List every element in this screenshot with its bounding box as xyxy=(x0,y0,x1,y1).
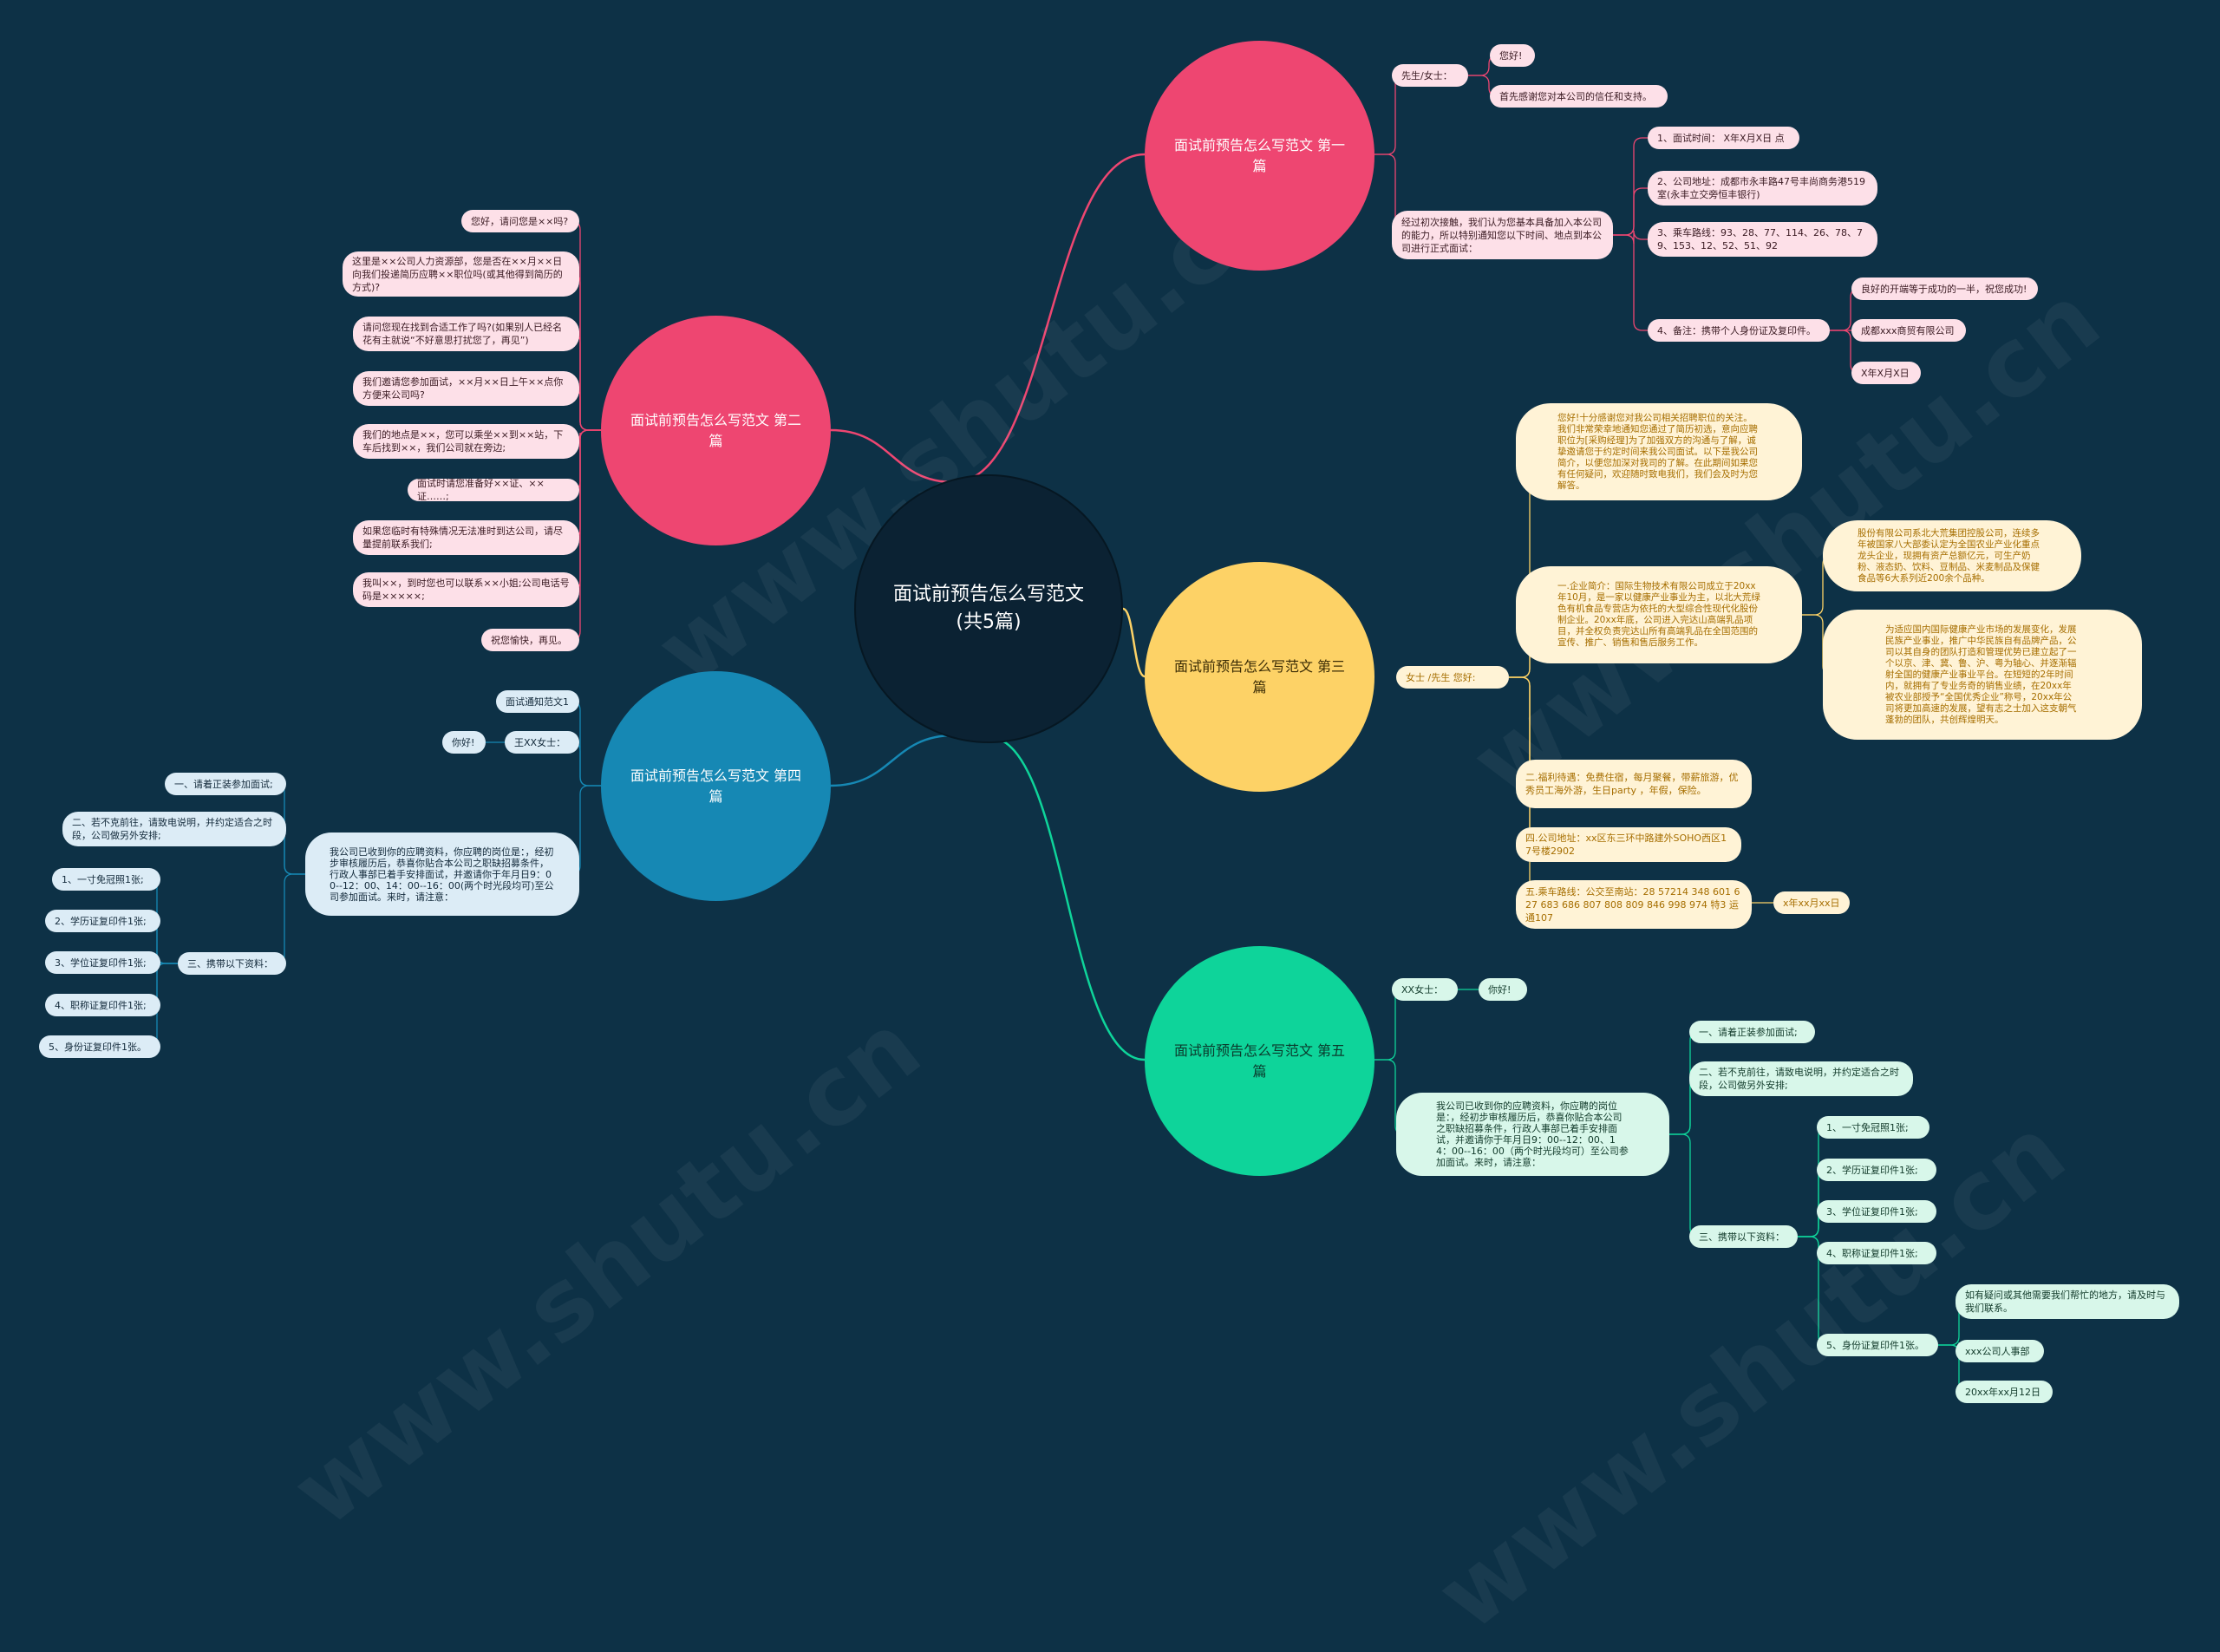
topic-5[interactable]: 面试前预告怎么写范文 第五篇 xyxy=(1145,946,1374,1176)
b3-para-2[interactable]: 一.企业简介：国际生物技术有限公司成立于20xx年10月，是一家以健康产业事业为… xyxy=(1516,566,1802,663)
b1-sign-2[interactable]: 成都xxx商贸有限公司 xyxy=(1851,319,1966,342)
b1-hello[interactable]: 您好! xyxy=(1490,44,1535,67)
b1-sign-1[interactable]: 良好的开端等于成功的一半，祝您成功! xyxy=(1851,278,2038,300)
b5-doc-4[interactable]: 4、职称证复印件1张; xyxy=(1817,1242,1936,1264)
b2-line-3[interactable]: 请问您现在找到合适工作了吗?(如果别人已经名花有主就说“不好意思打扰您了，再见”… xyxy=(353,317,579,351)
b3-para-4[interactable]: 四.公司地址：xx区东三环中路建外SOHO西区17号楼2902 xyxy=(1516,827,1741,862)
b4-doc-5[interactable]: 5、身份证复印件1张。 xyxy=(39,1035,160,1058)
b1-item-2[interactable]: 2、公司地址：成都市永丰路47号丰尚商务港519室(永丰立交旁恒丰银行) xyxy=(1648,171,1877,206)
b5-end-3[interactable]: 20xx年xx月12日 xyxy=(1956,1381,2053,1403)
b1-item-3[interactable]: 3、乘车路线：93、28、77、114、26、78、79、153、12、52、5… xyxy=(1648,222,1877,257)
b2-line-4[interactable]: 我们邀请您参加面试，××月××日上午××点你方便来公司吗? xyxy=(353,371,579,406)
b4-doc-3[interactable]: 3、学位证复印件1张; xyxy=(45,951,160,974)
b4-req-2[interactable]: 二、若不克前往，请致电说明，并约定适合之时段，公司做另外安排; xyxy=(62,812,286,846)
b4-hello[interactable]: 你好! xyxy=(442,731,486,754)
topic-2[interactable]: 面试前预告怎么写范文 第二篇 xyxy=(601,316,831,545)
topic-3[interactable]: 面试前预告怎么写范文 第三篇 xyxy=(1145,562,1374,792)
topic-1[interactable]: 面试前预告怎么写范文 第一篇 xyxy=(1145,41,1374,271)
b3-greeting[interactable]: 女士 /先生 您好: xyxy=(1396,666,1509,689)
b4-doc-4[interactable]: 4、职称证复印件1张; xyxy=(45,994,160,1016)
b2-line-9[interactable]: 祝您愉快，再见。 xyxy=(481,629,579,651)
b5-doc-5[interactable]: 5、身份证复印件1张。 xyxy=(1817,1334,1938,1356)
b5-name[interactable]: XX女士： xyxy=(1392,978,1458,1001)
b3-para-2a[interactable]: 股份有限公司系北大荒集团控股公司，连续多年被国家八大部委认定为全国农业产业化重点… xyxy=(1823,520,2081,591)
b5-req-1[interactable]: 一、请着正装参加面试; xyxy=(1689,1021,1815,1043)
b4-doc-1[interactable]: 1、一寸免冠照1张; xyxy=(52,868,160,891)
b2-line-2[interactable]: 这里是××公司人力资源部，您是否在××月××日向我们投递简历应聘××职位吗(或其… xyxy=(343,251,579,297)
b4-notice[interactable]: 面试通知范文1 xyxy=(496,690,579,713)
b2-line-7[interactable]: 如果您临时有特殊情况无法准时到达公司，请尽量提前联系我们; xyxy=(353,520,579,555)
b1-thanks[interactable]: 首先感谢您对本公司的信任和支持。 xyxy=(1490,85,1668,108)
b3-date[interactable]: x年xx月xx日 xyxy=(1773,891,1850,914)
b5-body[interactable]: 我公司已收到你的应聘资料，你应聘的岗位是：，经初步审核履历后，恭喜你贴合本公司之… xyxy=(1396,1093,1669,1176)
b4-req-1[interactable]: 一、请着正装参加面试; xyxy=(165,773,286,795)
b1-item-4[interactable]: 4、备注：携带个人身份证及复印件。 xyxy=(1648,319,1830,342)
b5-req-2[interactable]: 二、若不克前往，请致电说明，并约定适合之时段，公司做另外安排; xyxy=(1689,1061,1913,1096)
b5-doc-3[interactable]: 3、学位证复印件1张; xyxy=(1817,1200,1936,1223)
b2-line-6[interactable]: 面试时请您准备好××证、××证……; xyxy=(408,478,579,502)
topic-4[interactable]: 面试前预告怎么写范文 第四篇 xyxy=(601,671,831,901)
b5-doc-2[interactable]: 2、学历证复印件1张; xyxy=(1817,1159,1936,1181)
b3-para-2b[interactable]: 为适应国内国际健康产业市场的发展变化，发展民族产业事业，推广中华民族自有品牌产品… xyxy=(1823,610,2142,740)
b5-hello[interactable]: 你好! xyxy=(1479,978,1527,1001)
b1-greeting[interactable]: 先生/女士： xyxy=(1392,64,1468,87)
b3-para-5[interactable]: 五.乘车路线：公交至南站：28 57214 348 601 627 683 68… xyxy=(1516,880,1752,929)
b1-intro[interactable]: 经过初次接触，我们认为您基本具备加入本公司的能力，所以特别通知您以下时间、地点到… xyxy=(1392,211,1613,259)
b3-para-3[interactable]: 二.福利待遇：免费住宿，每月聚餐，带薪旅游，优秀员工海外游，生日party ，年… xyxy=(1516,760,1752,808)
b5-req-3[interactable]: 三、携带以下资料： xyxy=(1689,1225,1798,1248)
b4-req-3[interactable]: 三、携带以下资料： xyxy=(178,952,286,975)
b5-end-2[interactable]: xxx公司人事部 xyxy=(1956,1340,2044,1362)
b5-doc-1[interactable]: 1、一寸免冠照1张; xyxy=(1817,1116,1929,1139)
central-topic[interactable]: 面试前预告怎么写范文(共5篇) xyxy=(854,474,1123,743)
b4-name[interactable]: 王XX女士： xyxy=(505,731,579,754)
mindmap-canvas: www.shutu.cn www.shutu.cn www.shutu.cn w… xyxy=(39,41,2179,1652)
b1-item-1[interactable]: 1、面试时间： X年X月X日 点 xyxy=(1648,127,1799,149)
b2-line-5[interactable]: 我们的地点是××，您可以乘坐××到××站，下车后找到××，我们公司就在旁边; xyxy=(353,424,579,459)
b1-sign-3[interactable]: X年X月X日 xyxy=(1851,362,1921,384)
b5-end-1[interactable]: 如有疑问或其他需要我们帮忙的地方，请及时与我们联系。 xyxy=(1956,1284,2179,1319)
b2-line-8[interactable]: 我叫××，到时您也可以联系××小姐;公司电话号码是×××××; xyxy=(353,572,579,607)
b3-para-1[interactable]: 您好!十分感谢您对我公司相关招聘职位的关注。我们非常荣幸地通知您通过了简历初选，… xyxy=(1516,403,1802,500)
b4-body[interactable]: 我公司已收到你的应聘资料，你应聘的岗位是：，经初步审核履历后，恭喜你贴合本公司之… xyxy=(305,833,579,916)
b2-line-1[interactable]: 您好，请问您是××吗? xyxy=(461,210,579,232)
b4-doc-2[interactable]: 2、学历证复印件1张; xyxy=(45,910,160,932)
